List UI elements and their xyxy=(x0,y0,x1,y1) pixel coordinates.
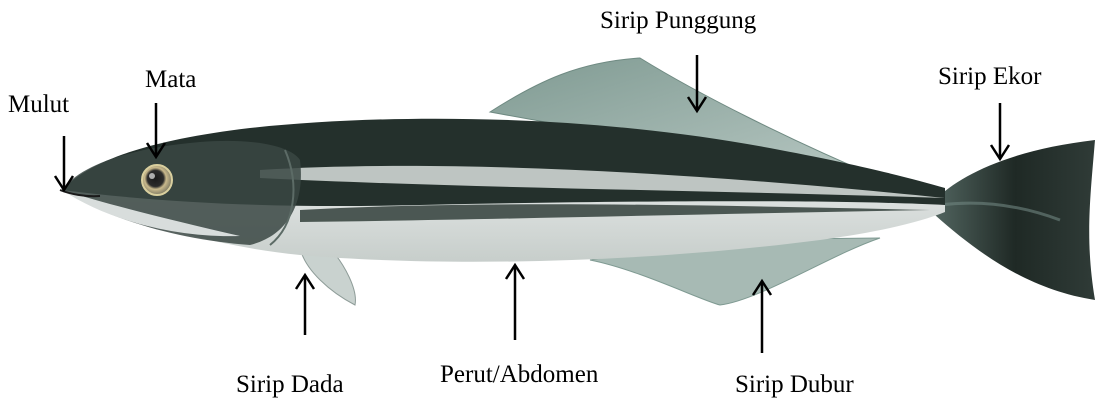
tail-fin xyxy=(935,140,1095,300)
label-sirip-punggung: Sirip Punggung xyxy=(600,8,756,33)
arrow-mata xyxy=(147,103,165,157)
arrow-sirip-dada xyxy=(296,275,314,335)
arrow-sirip-punggung xyxy=(688,55,706,111)
label-perut: Perut/Abdomen xyxy=(440,362,598,387)
arrow-perut xyxy=(506,265,524,340)
arrow-sirip-dubur xyxy=(753,281,771,353)
label-sirip-dubur: Sirip Dubur xyxy=(735,372,854,397)
arrow-mulut xyxy=(55,136,73,190)
label-mata: Mata xyxy=(145,67,196,92)
label-mulut: Mulut xyxy=(8,92,69,117)
label-sirip-ekor: Sirip Ekor xyxy=(938,64,1041,89)
label-sirip-dada: Sirip Dada xyxy=(236,372,344,397)
arrow-sirip-ekor xyxy=(991,103,1009,159)
